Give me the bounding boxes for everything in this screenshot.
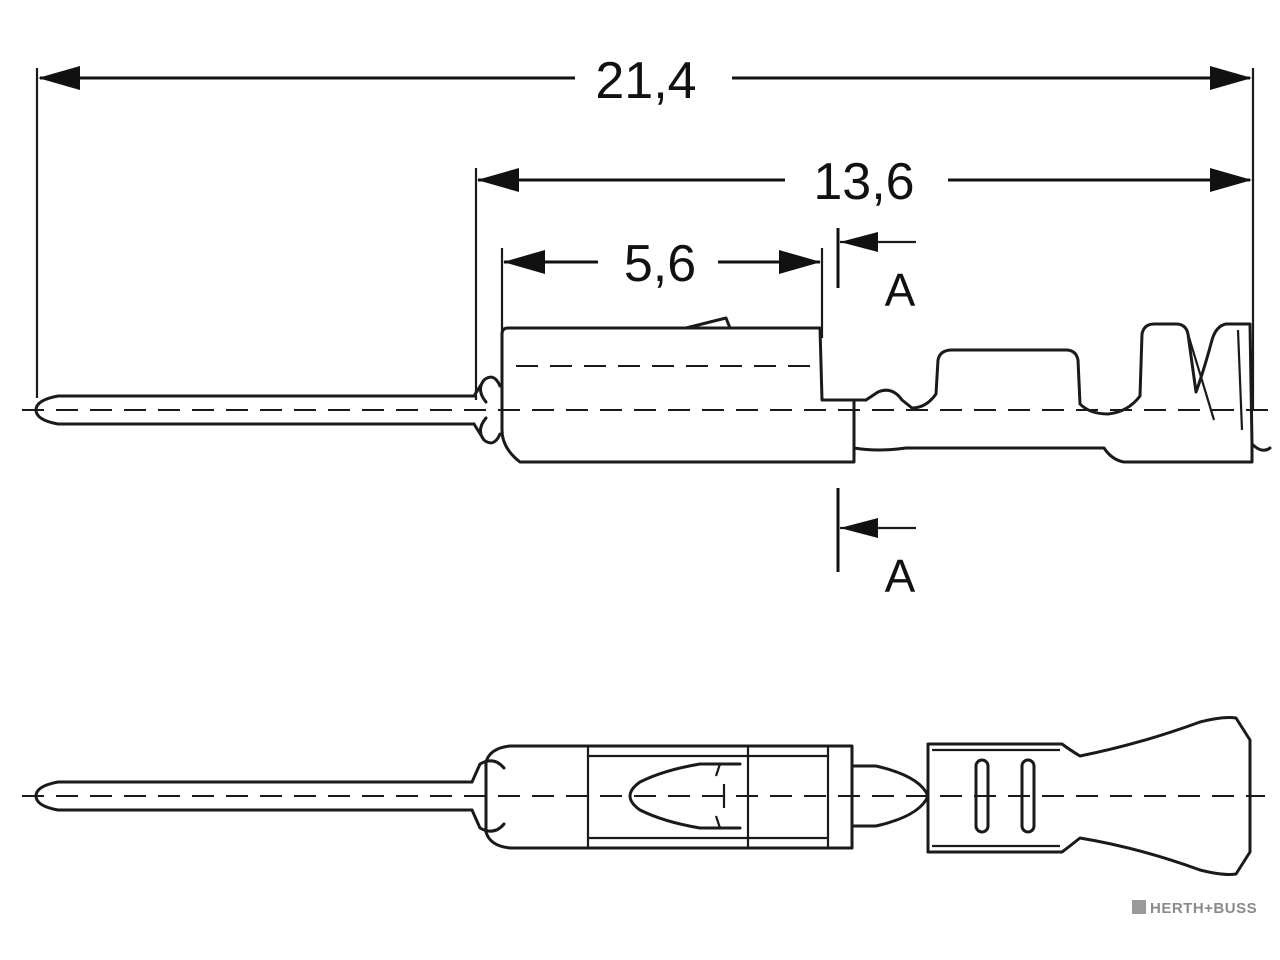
- arrow-right: [779, 250, 821, 274]
- contact-body-bottom: [484, 744, 854, 850]
- retaining-clip-bottom: [470, 759, 506, 833]
- dimension-body: 13,6: [474, 153, 1252, 400]
- dimension-contact: 5,6: [500, 235, 824, 338]
- section-label-top: A: [885, 264, 916, 316]
- crimp-barrel: [852, 322, 1272, 464]
- pin-tip: [34, 394, 476, 426]
- contact-body: [500, 326, 856, 464]
- watermark-logo: HERTH+BUSS: [1132, 900, 1257, 917]
- arrow-left: [38, 66, 80, 90]
- plan-view-pin: [22, 716, 1265, 876]
- section-marker-top: A: [836, 228, 916, 316]
- section-marker-bottom: A: [836, 488, 916, 602]
- section-label-bottom: A: [885, 550, 916, 602]
- brand-icon: [1132, 900, 1146, 914]
- spring-tongue: [628, 762, 742, 830]
- dimension-overall: 21,4: [35, 52, 1255, 410]
- locking-lance: [684, 316, 732, 330]
- arrow-left: [503, 250, 545, 274]
- crimp-barrel-bottom: [926, 716, 1252, 876]
- arrow-left: [477, 168, 519, 192]
- arrow-right: [1210, 168, 1252, 192]
- dimension-label-contact: 5,6: [624, 235, 696, 293]
- retaining-clip: [472, 375, 502, 445]
- crimp-slot: [1020, 758, 1036, 834]
- side-view-pin: [22, 316, 1275, 464]
- dimension-label-body: 13,6: [813, 153, 914, 211]
- arrow-right: [1210, 66, 1252, 90]
- dimension-label-overall: 21,4: [595, 52, 696, 110]
- crimp-slot: [974, 758, 990, 834]
- watermark-text: HERTH+BUSS: [1150, 900, 1257, 917]
- pin-tip-bottom: [34, 780, 474, 812]
